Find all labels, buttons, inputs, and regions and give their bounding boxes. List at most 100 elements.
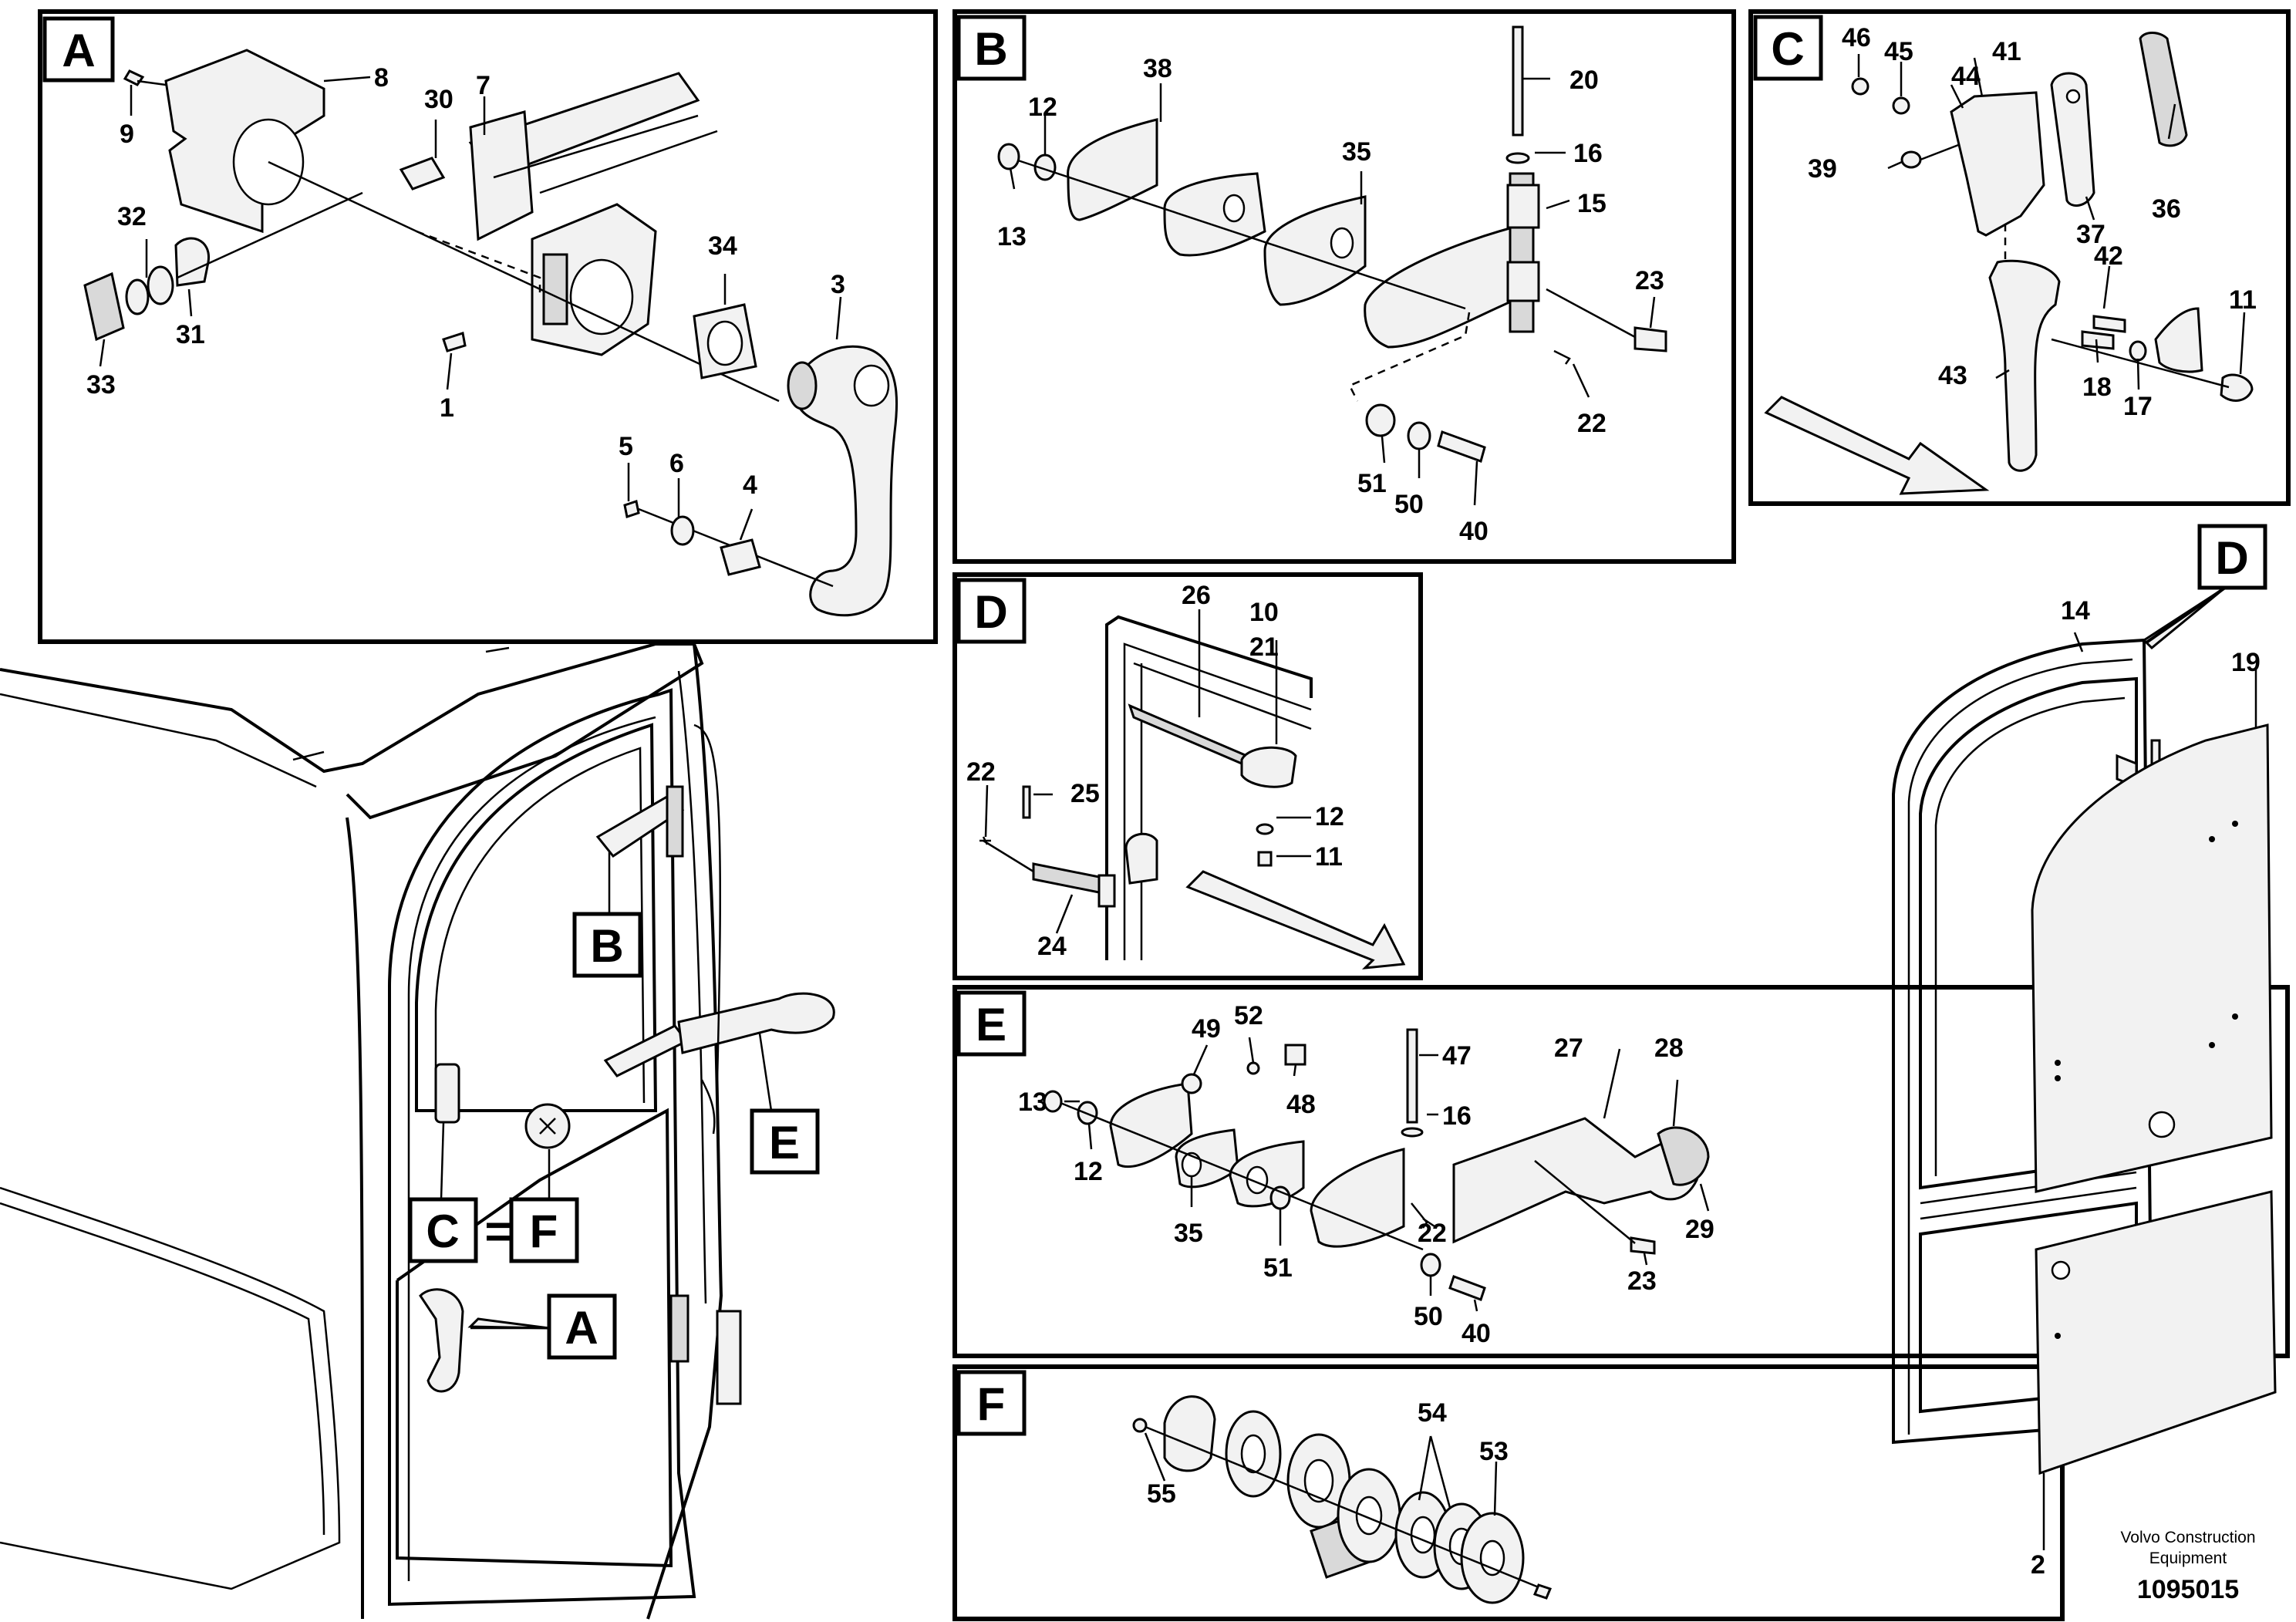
- nut-13: [1043, 1090, 1063, 1113]
- callout-a-9: 9: [120, 120, 134, 149]
- direction-arrow-d: [1185, 870, 1406, 969]
- callout-c-44: 44: [1951, 62, 1981, 91]
- plate-38: [1067, 118, 1158, 221]
- overview-tag-c-equals: =: [484, 1206, 511, 1257]
- callout-19: 19: [2231, 648, 2261, 677]
- callout-a-31: 31: [176, 320, 205, 349]
- footer-company-line1: Volvo Construction: [2120, 1529, 2255, 1546]
- panel-a: A: [38, 9, 938, 644]
- bolt-42: [2092, 315, 2126, 333]
- callout-b-12: 12: [1028, 93, 1057, 122]
- washer-52: [1246, 1061, 1260, 1075]
- nut-11: [1257, 851, 1273, 867]
- washer-45: [1892, 96, 1910, 115]
- door-tag-d-box: [2197, 524, 2267, 590]
- lock-block: [531, 203, 657, 356]
- door-glass-view: D 14 19 2: [1892, 524, 2277, 1580]
- callout-c-17: 17: [2123, 392, 2153, 421]
- callout-e-47: 47: [1442, 1041, 1472, 1071]
- callout-b-16: 16: [1573, 139, 1603, 168]
- overview-tag-e: E: [769, 1117, 800, 1168]
- callout-d-24: 24: [1037, 932, 1067, 961]
- callout-f-55: 55: [1147, 1479, 1176, 1509]
- overview-tag-a: A: [565, 1302, 598, 1354]
- pin-20: [1512, 25, 1524, 137]
- callout-e-35: 35: [1174, 1219, 1203, 1248]
- washer-12: [1033, 153, 1057, 181]
- callout-d-25: 25: [1070, 779, 1100, 808]
- panel-b-frame: [952, 9, 1736, 564]
- cap-11: [2220, 373, 2254, 402]
- panel-c-tag-box: [1753, 15, 1823, 81]
- callout-e-51: 51: [1263, 1253, 1293, 1283]
- callout-e-12: 12: [1074, 1157, 1103, 1186]
- panel-a-tag-box: [42, 16, 115, 83]
- hinge-lower: [669, 1294, 689, 1363]
- callout-c-46: 46: [1842, 23, 1871, 52]
- plate-35b: [1263, 195, 1367, 306]
- callout-a-3: 3: [831, 270, 845, 299]
- panel-b-tag: B: [974, 23, 1007, 75]
- lower-stop: [716, 1310, 742, 1405]
- bushing-51: [1269, 1185, 1291, 1210]
- washer-16: [1401, 1127, 1424, 1138]
- washer-6: [670, 515, 695, 546]
- bracket-44: [1950, 91, 2045, 237]
- washer-50: [1407, 421, 1431, 450]
- clip-22: [1411, 1202, 1428, 1229]
- hinge-leaf: [1364, 222, 1532, 349]
- callout-e-22: 22: [1418, 1219, 1447, 1248]
- document-number: 1095015: [2137, 1575, 2239, 1604]
- panel-d-tag-box: [956, 578, 1027, 644]
- washer-12: [1256, 823, 1274, 835]
- washer-49: [1181, 1073, 1202, 1094]
- callout-b-22: 22: [1577, 409, 1607, 438]
- callout-e-29: 29: [1685, 1215, 1714, 1244]
- overview-tag-c-box: [408, 1197, 478, 1263]
- callout-e-23: 23: [1627, 1266, 1657, 1296]
- panel-f-tag: F: [977, 1378, 1006, 1430]
- callout-b-15: 15: [1577, 189, 1607, 218]
- callout-c-39: 39: [1808, 154, 1837, 184]
- screw-55: [1132, 1418, 1148, 1433]
- callout-d-11: 11: [1315, 842, 1343, 872]
- overview-tag-a-box: [547, 1293, 617, 1360]
- screw-end: [1532, 1583, 1553, 1600]
- washer-17: [2129, 340, 2147, 362]
- spacer-4: [720, 538, 761, 576]
- callout-a-6: 6: [669, 449, 684, 478]
- callout-e-13: 13: [1018, 1088, 1047, 1117]
- door-window-frame: [1919, 676, 2138, 1190]
- callout-d-22: 22: [966, 757, 996, 787]
- callout-d-26: 26: [1182, 581, 1211, 610]
- hinge-leaf-e: [1310, 1148, 1405, 1248]
- bolt-40: [1448, 1275, 1486, 1301]
- callout-b-20: 20: [1569, 66, 1599, 95]
- callout-e-16: 16: [1442, 1101, 1472, 1131]
- pad-37: [2050, 72, 2095, 207]
- callout-a-5: 5: [619, 432, 633, 461]
- callout-e-28: 28: [1654, 1034, 1684, 1063]
- door-tag-d: D: [2215, 532, 2248, 584]
- overview-tag-b: B: [590, 920, 623, 972]
- door-handle-overview: [419, 1288, 464, 1393]
- clip-22: [979, 836, 991, 845]
- door-stop: [677, 992, 835, 1054]
- callout-b-40: 40: [1459, 517, 1489, 546]
- clip-22: [1553, 349, 1571, 365]
- door-window: [415, 723, 658, 1112]
- lock-cylinder: [1163, 1395, 1216, 1472]
- washer-50: [1420, 1253, 1441, 1277]
- door-handle: [787, 345, 899, 617]
- overview-tag-f: F: [530, 1206, 558, 1257]
- pin-25: [1022, 785, 1031, 819]
- callout-b-13: 13: [997, 222, 1027, 251]
- screw-5: [623, 500, 640, 518]
- washer-16: [1505, 152, 1530, 164]
- panel-f: F 54 53 55: [952, 1364, 2065, 1621]
- callout-c-43: 43: [1938, 361, 1967, 390]
- overview-tag-f-box: [509, 1197, 579, 1263]
- nut-13: [997, 143, 1020, 170]
- callout-a-7: 7: [476, 71, 491, 100]
- callout-a-8: 8: [374, 63, 389, 93]
